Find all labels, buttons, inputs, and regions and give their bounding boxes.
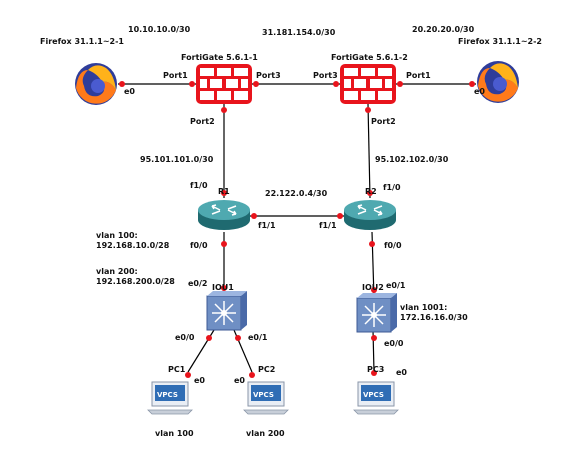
port-label: e0 <box>234 376 245 385</box>
node-label: PC2 <box>258 365 275 374</box>
pc-caption: vlan 200 <box>246 429 285 438</box>
router-icon <box>198 200 250 230</box>
subnet-label: 95.101.101.0/30 <box>140 155 214 164</box>
node-label: R1 <box>218 187 230 196</box>
port-label: e0/1 <box>248 333 268 342</box>
subnet-label: 31.181.154.0/30 <box>262 28 336 37</box>
port-dot <box>221 107 227 113</box>
port-dots <box>119 81 475 378</box>
port-dot <box>367 190 373 196</box>
port-label: Port3 <box>313 71 338 80</box>
port-dot <box>253 81 259 87</box>
firewall-icon <box>196 64 252 104</box>
firefox-icon <box>75 63 117 105</box>
port-label: f1/0 <box>190 181 208 190</box>
port-dot <box>221 190 227 196</box>
port-dot <box>249 372 255 378</box>
vpcs-icon: VPCS <box>243 381 289 415</box>
port-label: e0/0 <box>384 339 404 348</box>
links <box>118 83 476 373</box>
port-label: f0/0 <box>384 241 402 250</box>
node-label: IOU2 <box>362 283 384 292</box>
node-label: Firefox 31.1.1~2-1 <box>40 37 124 46</box>
port-dot <box>221 285 227 291</box>
port-dot <box>333 81 339 87</box>
node-label: PC1 <box>168 365 186 374</box>
port-dot <box>397 81 403 87</box>
node-fortigate1[interactable]: FortiGate 5.6.1-1 <box>181 53 258 104</box>
port-dot <box>119 81 125 87</box>
node-pc2[interactable]: VPCS PC2 vlan 200 <box>243 365 289 438</box>
port-dot <box>185 372 191 378</box>
pc-caption: vlan 100 <box>155 429 194 438</box>
port-label: e0 <box>396 368 407 377</box>
port-dot <box>369 241 375 247</box>
node-label: FortiGate 5.6.1-2 <box>331 53 408 62</box>
node-fortigate2[interactable]: FortiGate 5.6.1-2 <box>331 53 408 104</box>
subnet-label: 22.122.0.4/30 <box>265 189 328 198</box>
port-label: e0 <box>474 87 485 96</box>
node-firefox1[interactable]: Firefox 31.1.1~2-1 <box>40 37 124 105</box>
port-labels: e0 Port1 Port3 Port3 Port1 e0 Port2 Port… <box>124 71 485 385</box>
port-label: Port1 <box>406 71 431 80</box>
switch-icon <box>206 291 247 331</box>
port-label: f1/1 <box>319 221 337 230</box>
port-dot <box>371 335 377 341</box>
port-label: e0/2 <box>188 279 207 288</box>
port-dot <box>469 81 475 87</box>
node-r2[interactable]: R2 <box>344 187 396 230</box>
port-label: Port2 <box>371 117 396 126</box>
firefox-icon <box>477 61 519 103</box>
vpcs-icon: VPCS <box>353 381 399 415</box>
port-dot <box>206 335 212 341</box>
vpcs-badge: VPCS <box>253 391 274 399</box>
link-fortigate2-r2 <box>367 103 371 199</box>
port-dot <box>371 370 377 376</box>
vpcs-badge: VPCS <box>157 391 178 399</box>
port-dot <box>337 213 343 219</box>
switch-icon <box>356 293 397 333</box>
node-label: Firefox 31.1.1~2-2 <box>458 37 542 46</box>
firewall-icon <box>340 64 396 104</box>
port-dot <box>365 107 371 113</box>
port-dot <box>371 287 377 293</box>
port-dot <box>251 213 257 219</box>
port-label: f0/0 <box>190 241 208 250</box>
node-label: FortiGate 5.6.1-1 <box>181 53 258 62</box>
node-label: PC3 <box>367 365 384 374</box>
port-label: e0/1 <box>386 281 406 290</box>
router-icon <box>344 200 396 230</box>
port-label: Port1 <box>163 71 188 80</box>
port-label: e0/0 <box>175 333 195 342</box>
node-pc3[interactable]: VPCS PC3 <box>353 365 399 415</box>
node-label: IOU1 <box>212 283 234 292</box>
subnet-label: 10.10.10.0/30 <box>128 25 191 34</box>
node-iou1[interactable]: IOU1 <box>206 283 247 331</box>
subnet-label: vlan 1001:172.16.16.0/30 <box>400 303 468 322</box>
port-label: e0 <box>124 87 135 96</box>
node-firefox2[interactable]: Firefox 31.1.1~2-2 <box>458 37 542 103</box>
vpcs-badge: VPCS <box>363 391 384 399</box>
port-dot <box>235 335 241 341</box>
node-iou2[interactable]: IOU2 <box>356 283 397 333</box>
subnet-label: 20.20.20.0/30 <box>412 25 475 34</box>
subnet-labels: 10.10.10.0/30 31.181.154.0/30 20.20.20.0… <box>96 25 475 322</box>
vpcs-icon: VPCS <box>147 381 193 415</box>
node-label: R2 <box>365 187 377 196</box>
port-label: Port3 <box>256 71 281 80</box>
port-dot <box>221 241 227 247</box>
subnet-label: vlan 100:192.168.10.0/28 <box>96 231 170 250</box>
port-label: f1/0 <box>383 183 401 192</box>
subnet-label: vlan 200:192.168.200.0/28 <box>96 267 175 286</box>
subnet-label: 95.102.102.0/30 <box>375 155 449 164</box>
node-r1[interactable]: R1 <box>198 187 250 230</box>
port-dot <box>189 81 195 87</box>
node-pc1[interactable]: VPCS PC1 vlan 100 <box>147 365 194 438</box>
port-label: f1/1 <box>258 221 276 230</box>
port-label: e0 <box>194 376 205 385</box>
port-label: Port2 <box>190 117 215 126</box>
